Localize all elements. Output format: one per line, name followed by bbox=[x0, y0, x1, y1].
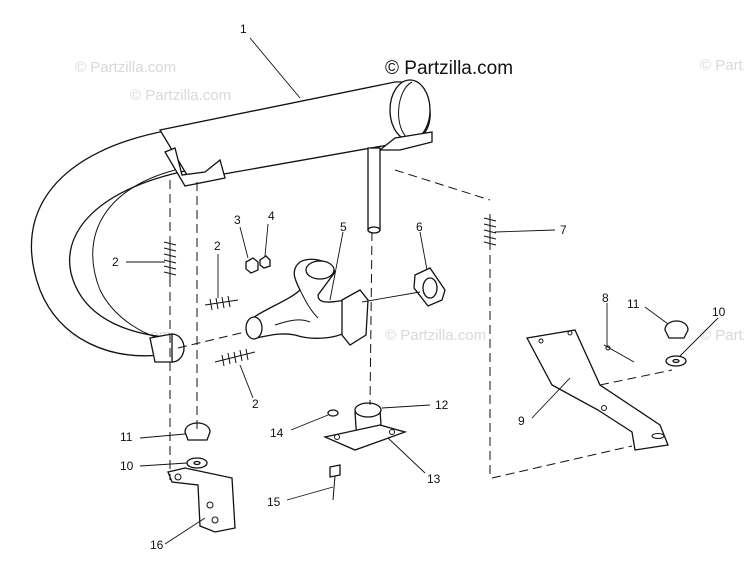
svg-text:9: 9 bbox=[518, 414, 525, 428]
svg-text:2: 2 bbox=[252, 397, 259, 411]
callout-2-left: 2 bbox=[112, 255, 165, 269]
callout-11-left: 11 bbox=[120, 430, 186, 444]
svg-text:4: 4 bbox=[268, 209, 275, 223]
callout-12: 12 bbox=[381, 398, 449, 412]
watermark-mid-right: © Partzilla.com bbox=[700, 327, 744, 344]
svg-text:11: 11 bbox=[120, 430, 133, 444]
washer-14 bbox=[327, 409, 339, 417]
svg-text:14: 14 bbox=[270, 426, 284, 440]
callout-10-left: 10 bbox=[120, 459, 188, 473]
callout-13: 13 bbox=[387, 437, 441, 486]
watermark-mid-center: © Partzilla.com bbox=[385, 327, 486, 344]
muffler-pipe bbox=[30, 79, 433, 363]
callout-8: 8 bbox=[602, 291, 609, 346]
spring-lower bbox=[214, 348, 256, 367]
callout-2-lower: 2 bbox=[239, 364, 259, 411]
svg-text:10: 10 bbox=[120, 459, 134, 473]
assembly-lines bbox=[169, 169, 673, 480]
svg-text:12: 12 bbox=[435, 398, 449, 412]
isolator-mount bbox=[322, 402, 408, 451]
watermark-top-left: © Partzilla.com bbox=[75, 59, 176, 76]
svg-text:2: 2 bbox=[214, 239, 221, 253]
callout-14: 14 bbox=[270, 414, 329, 440]
callout-10-right: 10 bbox=[679, 305, 726, 357]
callout-4: 4 bbox=[264, 209, 275, 257]
svg-text:6: 6 bbox=[416, 220, 423, 234]
svg-text:3: 3 bbox=[234, 213, 241, 227]
callout-9: 9 bbox=[518, 377, 571, 428]
callout-16: 16 bbox=[150, 517, 206, 552]
callout-11-right: 11 bbox=[627, 297, 669, 325]
callout-7: 7 bbox=[494, 223, 567, 237]
grommet-left bbox=[184, 422, 211, 469]
callout-6: 6 bbox=[416, 220, 428, 271]
callout-2-middle: 2 bbox=[214, 239, 221, 298]
y-pipe-manifold bbox=[245, 258, 369, 346]
svg-text:8: 8 bbox=[602, 291, 609, 305]
gasket bbox=[413, 267, 446, 307]
bracket-right bbox=[526, 329, 669, 451]
svg-text:15: 15 bbox=[267, 495, 281, 509]
pin-8 bbox=[603, 344, 635, 363]
svg-text:5: 5 bbox=[340, 220, 347, 234]
svg-text:13: 13 bbox=[427, 472, 441, 486]
watermark-top-right: © Partzilla.com bbox=[700, 57, 744, 74]
svg-text:11: 11 bbox=[627, 297, 640, 311]
bolt-15 bbox=[329, 464, 341, 501]
pipe-to-gasket-line bbox=[361, 291, 421, 303]
callout-3: 3 bbox=[234, 213, 249, 259]
spring-right bbox=[483, 214, 497, 250]
svg-text:16: 16 bbox=[150, 538, 164, 552]
svg-text:7: 7 bbox=[560, 223, 567, 237]
brand-watermark: © Partzilla.com bbox=[385, 58, 513, 79]
spring-middle bbox=[204, 295, 239, 311]
svg-text:10: 10 bbox=[712, 305, 726, 319]
nut-4 bbox=[259, 255, 271, 269]
bracket-left bbox=[167, 467, 236, 533]
callout-5: 5 bbox=[329, 220, 347, 301]
svg-text:2: 2 bbox=[112, 255, 119, 269]
callout-1: 1 bbox=[240, 22, 301, 99]
callout-15: 15 bbox=[267, 486, 334, 509]
nut-3 bbox=[245, 257, 259, 274]
svg-text:1: 1 bbox=[240, 22, 247, 36]
grommet-right bbox=[664, 320, 689, 367]
watermark-top-left-2: © Partzilla.com bbox=[130, 87, 231, 104]
